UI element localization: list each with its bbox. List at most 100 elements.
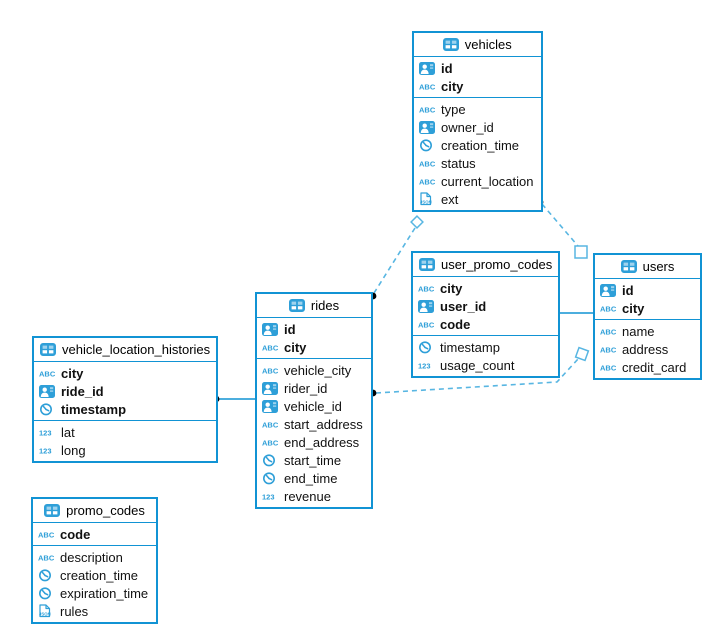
column-row-user_id[interactable]: user_id — [418, 297, 551, 315]
column-name: user_id — [440, 298, 487, 314]
relation-vehicle_location_histories-rides[interactable] — [212, 395, 255, 403]
table-header[interactable]: vehicle_location_histories — [34, 338, 217, 362]
column-name: creation_time — [441, 137, 520, 153]
column-name: rules — [60, 603, 89, 619]
column-row-rider_id[interactable]: rider_id — [262, 379, 364, 397]
column-row-creation_time[interactable]: creation_time — [419, 136, 534, 154]
table-icon — [419, 257, 436, 272]
column-row-owner_id[interactable]: owner_id — [419, 118, 534, 136]
column-row-id[interactable]: id — [419, 59, 534, 77]
timestamp-type-icon — [39, 402, 56, 417]
string-type-icon: ABC — [419, 102, 436, 117]
number-type-icon: 123 — [39, 443, 56, 458]
string-type-icon: ABC — [419, 174, 436, 189]
table-header[interactable]: vehicles — [414, 33, 541, 57]
table-title: promo_codes — [66, 503, 145, 518]
timestamp-type-icon — [38, 568, 55, 583]
number-type-icon: 123 — [262, 489, 279, 504]
svg-text:ABC: ABC — [600, 364, 617, 373]
svg-text:ABC: ABC — [262, 344, 279, 353]
column-row-timestamp[interactable]: timestamp — [39, 400, 209, 418]
svg-text:ABC: ABC — [419, 178, 436, 187]
svg-text:ABC: ABC — [38, 554, 55, 563]
column-name: code — [60, 526, 91, 542]
column-row-creation_time[interactable]: creation_time — [38, 566, 149, 584]
uuid-type-icon — [418, 299, 435, 314]
relation-end-marker — [410, 215, 424, 229]
string-type-icon: ABC — [262, 363, 279, 378]
column-row-start_time[interactable]: start_time — [262, 451, 364, 469]
column-row-city[interactable]: ABC city — [419, 77, 534, 95]
column-name: ride_id — [61, 383, 104, 399]
table-header[interactable]: rides — [257, 294, 371, 318]
column-row-id[interactable]: id — [600, 281, 693, 299]
table-header[interactable]: users — [595, 255, 700, 279]
column-row-credit_card[interactable]: ABC credit_card — [600, 358, 693, 376]
relation-vehicles-users[interactable] — [536, 198, 588, 259]
column-row-timestamp[interactable]: timestamp — [418, 338, 551, 356]
svg-text:ABC: ABC — [419, 83, 436, 92]
table-icon — [44, 503, 61, 518]
column-name: start_time — [284, 452, 342, 468]
table-icon — [620, 259, 638, 274]
column-row-id[interactable]: id — [262, 320, 364, 338]
string-type-icon: ABC — [600, 324, 617, 339]
string-type-icon: ABC — [419, 156, 436, 171]
svg-text:ABC: ABC — [262, 367, 279, 376]
column-name: city — [441, 78, 464, 94]
string-type-icon: ABC — [262, 340, 279, 355]
column-name: vehicle_id — [284, 398, 342, 414]
string-type-icon: ABC — [600, 301, 617, 316]
relation-end-marker — [574, 346, 590, 362]
number-type-icon: 123 — [418, 358, 435, 373]
table-header[interactable]: promo_codes — [33, 499, 156, 523]
string-type-icon: ABC — [418, 281, 435, 296]
svg-text:123: 123 — [39, 447, 52, 456]
svg-text:ABC: ABC — [262, 421, 279, 430]
table-header[interactable]: user_promo_codes — [413, 253, 559, 277]
column-name: owner_id — [441, 119, 494, 135]
column-row-ride_id[interactable]: ride_id — [39, 382, 209, 400]
timestamp-type-icon — [418, 340, 435, 355]
svg-text:ABC: ABC — [419, 160, 436, 169]
svg-text:123: 123 — [39, 429, 52, 438]
column-row-expiration_time[interactable]: expiration_time — [38, 584, 149, 602]
column-name: credit_card — [622, 359, 687, 375]
column-row-vehicle_id[interactable]: vehicle_id — [262, 397, 364, 415]
column-name: creation_time — [60, 567, 139, 583]
column-name: ext — [441, 191, 459, 207]
column-row-end_time[interactable]: end_time — [262, 469, 364, 487]
